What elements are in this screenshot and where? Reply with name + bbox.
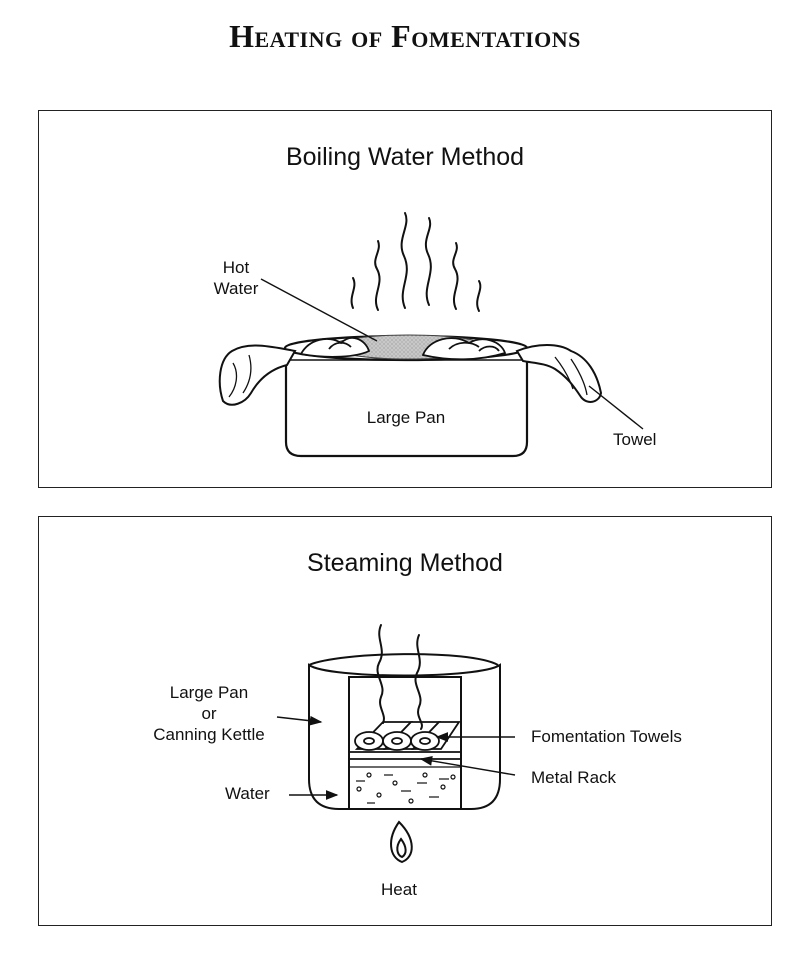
hot-water-label: Hot Water xyxy=(201,257,271,299)
towel-label: Towel xyxy=(613,430,657,449)
left-towel xyxy=(218,344,297,406)
metal-rack xyxy=(349,751,461,760)
steam-wisp xyxy=(424,217,432,306)
steam-wisps xyxy=(376,624,423,730)
right-towel xyxy=(515,344,603,403)
kettle-rim xyxy=(308,653,499,666)
kettle-label-line3: Canning Kettle xyxy=(153,725,265,744)
water-label: Water xyxy=(225,784,270,803)
heat-label: Heat xyxy=(381,880,417,899)
towel-leader xyxy=(588,385,644,430)
steam-wisp xyxy=(376,624,385,724)
heat-flame xyxy=(390,820,413,864)
kettle-label-line1: Large Pan xyxy=(169,683,249,702)
hot-water-label-line1: Hot xyxy=(222,258,250,277)
metal-rack-label: Metal Rack xyxy=(531,768,617,787)
water xyxy=(349,766,461,804)
boiling-water-illustration xyxy=(218,212,644,458)
large-pan-body xyxy=(284,360,529,458)
boiling-water-heading: Boiling Water Method xyxy=(285,143,525,171)
hot-water-leader xyxy=(260,278,378,342)
kettle-label: Large Pan or Canning Kettle xyxy=(139,682,279,745)
steaming-illustration xyxy=(276,624,516,864)
fomentation-towels-label: Fomentation Towels xyxy=(531,727,682,746)
pan-arrow xyxy=(276,715,323,726)
boiling-water-panel: Boiling Water Method xyxy=(38,110,772,488)
steam-wisp xyxy=(476,280,482,312)
large-pan-label: Large Pan xyxy=(366,408,446,427)
metal-rack-arrow xyxy=(419,756,516,776)
steam-wisp xyxy=(452,242,459,310)
hot-water-label-line2: Water xyxy=(213,279,259,298)
kettle-label-line2: or xyxy=(201,704,217,723)
steam-wisp xyxy=(414,634,423,730)
steam-wisp xyxy=(350,277,356,309)
towel-folds xyxy=(299,337,507,361)
steam-wisps xyxy=(350,212,482,312)
steam-wisp xyxy=(374,240,381,311)
steaming-panel: Steaming Method xyxy=(38,516,772,926)
steaming-heading: Steaming Method xyxy=(307,549,503,577)
steam-wisp xyxy=(400,212,408,309)
page-title: Heating of Fomentations xyxy=(229,18,581,54)
